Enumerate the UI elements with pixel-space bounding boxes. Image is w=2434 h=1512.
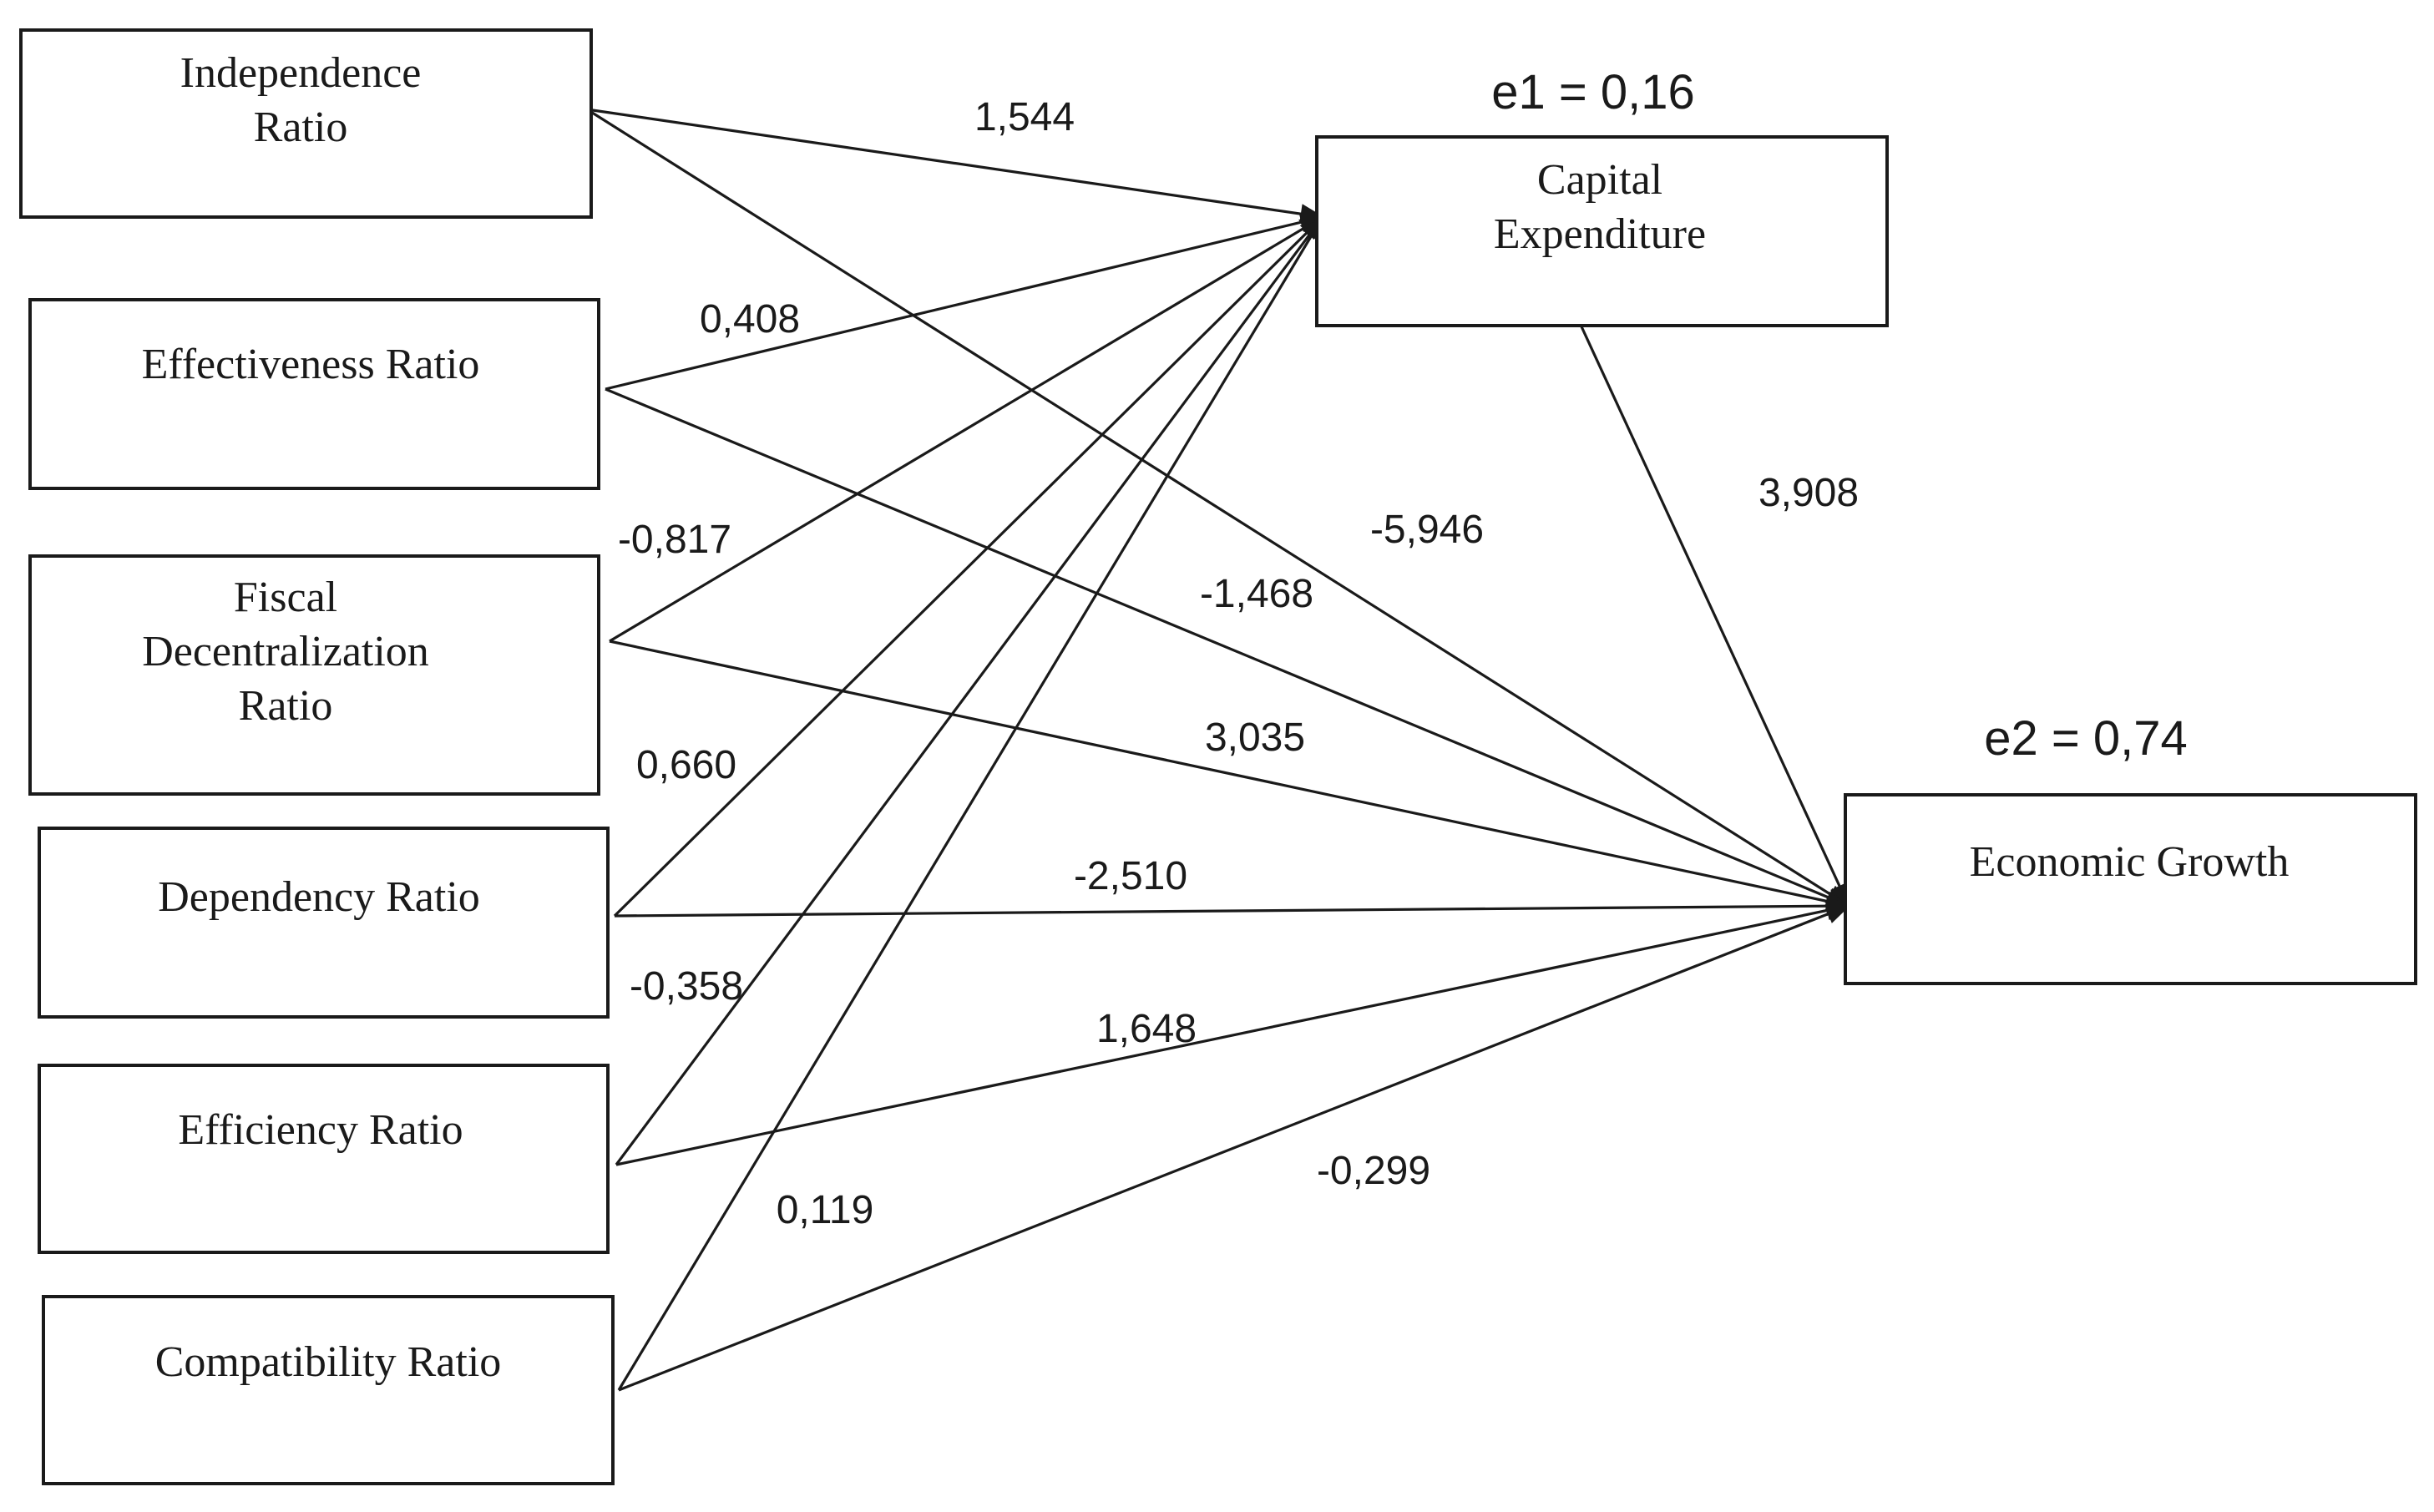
edge-compatibility-growth [618,904,1851,1392]
coef-compatibility-capital: 0,119 [777,1188,874,1232]
edge-efficiency-growth [615,900,1851,1166]
node-capital-expenditure: Capital Expenditure [1315,135,1889,327]
edge-capital-growth [1579,324,1850,908]
coef-capital-growth: 3,908 [1758,471,1859,515]
coef-effectiveness-capital: 0,408 [700,297,800,341]
node-dependency-ratio: Dependency Ratio [38,827,610,1019]
edge-compatibility-capital [617,215,1324,1391]
edge-fiscal-growth [609,640,1851,912]
node-fiscal-line-3: Ratio [239,682,333,730]
edge-effectiveness-capital [605,212,1325,391]
node-fiscal-line-2: Decentralization [142,628,429,675]
coef-fiscal-growth: 3,035 [1205,716,1305,760]
edge-dependency-growth [614,896,1851,918]
node-effectiveness-ratio-line-1: Effectiveness Ratio [142,341,480,388]
edge-independence-capital [586,108,1325,225]
node-independence-ratio-line-2: Ratio [254,104,348,151]
edge-fiscal-capital [609,215,1325,643]
nodes-layer: Independence Ratio Effectiveness Ratio F… [19,28,2417,1485]
node-dependency-ratio-line-1: Dependency Ratio [158,873,480,921]
error-term-e2: e2 = 0,74 [1984,711,2188,766]
coef-efficiency-capital: -0,358 [630,964,743,1009]
edge-efficiency-capital [615,215,1324,1166]
coef-efficiency-growth: 1,648 [1096,1007,1197,1051]
edges-layer [586,108,1851,1392]
node-independence-ratio: Independence Ratio [19,28,593,219]
node-capital-expenditure-line-2: Expenditure [1494,210,1706,258]
edge-effectiveness-growth [605,387,1851,908]
node-effectiveness-ratio: Effectiveness Ratio [28,298,600,490]
coef-independence-capital: 1,544 [974,95,1075,139]
edge-independence-growth [586,108,1851,908]
coefficient-labels: 1,544 0,408 -0,817 0,660 -0,358 0,119 -5… [618,95,1859,1232]
node-economic-growth: Economic Growth [1844,793,2417,985]
node-efficiency-ratio-line-1: Efficiency Ratio [178,1106,463,1154]
error-term-e1: e1 = 0,16 [1491,65,1695,119]
node-economic-growth-line-1: Economic Growth [1970,838,2290,886]
coef-independence-growth: -5,946 [1370,508,1484,552]
coef-dependency-growth: -2,510 [1074,854,1187,898]
node-fiscal-line-1: Fiscal [234,574,337,621]
coef-effectiveness-growth: -1,468 [1200,572,1313,616]
coef-fiscal-capital: -0,817 [618,518,731,562]
edge-dependency-capital [613,215,1324,918]
coef-compatibility-growth: -0,299 [1317,1149,1430,1193]
node-compatibility-ratio-line-1: Compatibility Ratio [155,1338,502,1386]
node-independence-ratio-line-1: Independence [180,49,422,97]
coef-dependency-capital: 0,660 [636,743,736,787]
node-efficiency-ratio: Efficiency Ratio [38,1064,610,1254]
node-compatibility-ratio: Compatibility Ratio [42,1295,615,1485]
node-capital-expenditure-line-1: Capital [1537,156,1662,204]
node-fiscal-decentralization-ratio: Fiscal Decentralization Ratio [28,554,600,796]
